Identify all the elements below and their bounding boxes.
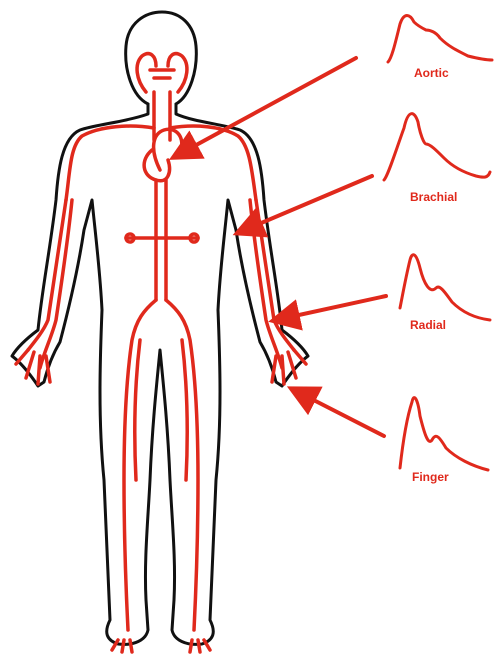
label-aortic: Aortic <box>414 66 449 80</box>
pulse-waveforms <box>384 16 492 471</box>
waveform-radial-icon <box>400 255 490 320</box>
arrow-brachial-icon <box>240 176 372 232</box>
waveform-aortic-icon <box>388 16 492 63</box>
arrow-finger-icon <box>294 390 384 436</box>
arrow-aortic-icon <box>176 58 356 156</box>
label-finger: Finger <box>412 470 449 484</box>
label-radial: Radial <box>410 318 446 332</box>
label-brachial: Brachial <box>410 190 457 204</box>
arrow-radial-icon <box>276 296 386 320</box>
arrows <box>176 58 386 436</box>
waveform-brachial-icon <box>384 114 490 180</box>
waveform-finger-icon <box>400 398 488 470</box>
